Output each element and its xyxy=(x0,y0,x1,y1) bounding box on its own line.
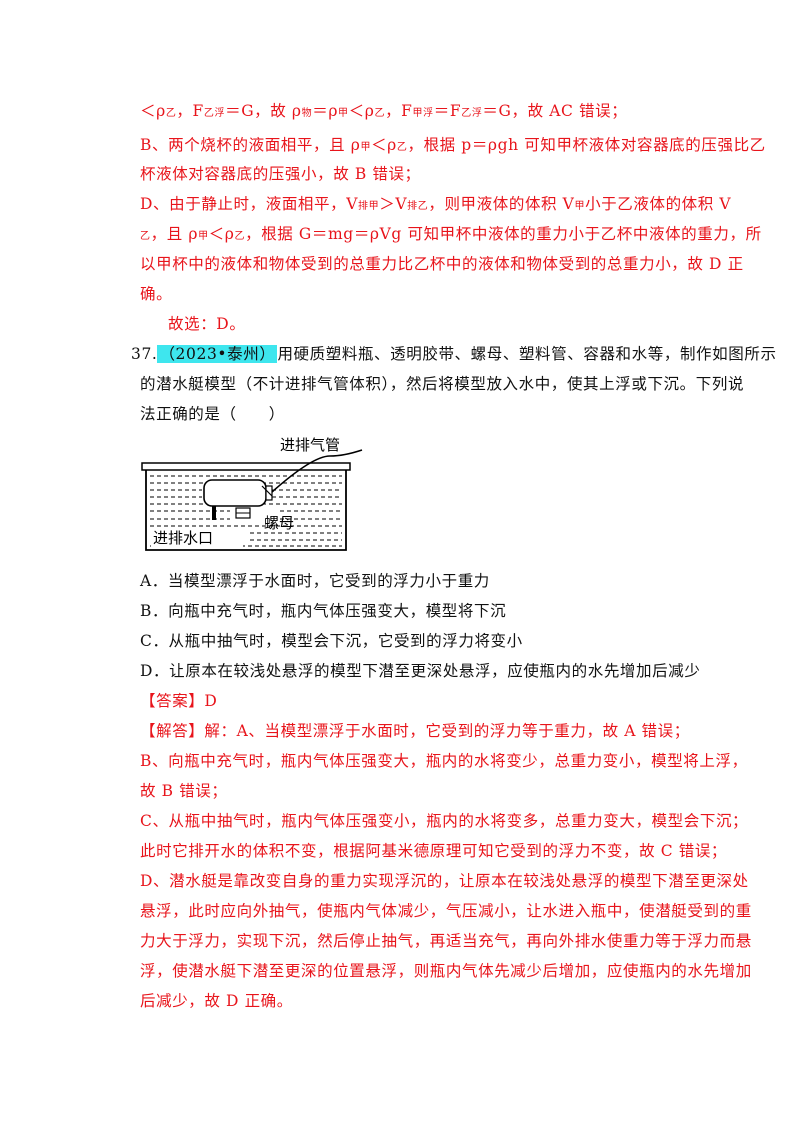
prev-solution-line-2: B、两个烧杯的液面相平，且 ρ甲＜ρ乙，根据 p＝ρgh 可知甲杯液体对容器底的… xyxy=(140,136,766,154)
prev-solution-line-6: 以甲杯中的液体和物体受到的总重力比乙杯中的液体和物体受到的总重力小，故 D 正 xyxy=(140,255,744,273)
analysis-label: 【解答】 xyxy=(140,722,205,740)
container-wall xyxy=(145,470,347,551)
prev-solution-line-3: 杯液体对容器底的压强小，故 B 错误； xyxy=(140,165,421,183)
label-nut: 螺母 xyxy=(264,514,294,532)
analysis-line-3: 故 B 错误； xyxy=(140,782,228,800)
label-air-tube: 进排气管 xyxy=(280,436,340,454)
water-inlet xyxy=(212,506,216,520)
container-rim xyxy=(141,462,351,471)
question-stem-line-2: 的潜水艇模型（不计进排气管体积），然后将模型放入水中，使其上浮或下沉。下列说 xyxy=(140,375,745,393)
analysis-line-4: C、从瓶中抽气时，瓶内气体压强变小，瓶内的水将变多，总重力变大，模型会下沉； xyxy=(140,812,749,830)
prev-solution-line-5: 乙，且 ρ甲＜ρ乙，根据 G＝mg＝ρVg 可知甲杯中液体的重力小于乙杯中液体的… xyxy=(140,225,762,243)
option-d: D．让原本在较浅处悬浮的模型下潜至更深处悬浮，应使瓶内的水先增加后减少 xyxy=(140,662,701,680)
prev-solution-conclusion: 故选：D。 xyxy=(168,315,246,333)
option-c: C．从瓶中抽气时，模型会下沉，它受到的浮力将变小 xyxy=(140,632,523,650)
submarine-model-figure: 进排气管 螺母 进排水口 xyxy=(141,436,363,551)
answer-value: D xyxy=(204,692,218,710)
question-stem-line-1: 37.（2023•泰州）用硬质塑料瓶、透明胶带、螺母、塑料管、容器和水等，制作如… xyxy=(131,345,777,363)
analysis-line-9: 浮，使潜水艇下潜至更深的位置悬浮，则瓶内气体先减少后增加，应使瓶内的水先增加 xyxy=(140,962,752,980)
prev-solution-line-1: ＜ρ乙，F乙浮＝G，故 ρ物＝ρ甲＜ρ乙，F甲浮＝F乙浮＝G，故 AC 错误； xyxy=(140,102,628,120)
analysis-line-6: D、潜水艇是靠改变自身的重力实现浮沉的，让原本在较浅处悬浮的模型下潜至更深处 xyxy=(140,872,749,890)
answer-line: 【答案】D xyxy=(140,690,217,712)
question-number: 37. xyxy=(131,345,158,363)
analysis-line-5: 此时它排开水的体积不变，根据阿基米德原理可知它受到的浮力不变，故 C 错误； xyxy=(140,842,728,860)
analysis-line-10: 后减少，故 D 正确。 xyxy=(140,992,293,1010)
prev-solution-line-4: D、由于静止时，液面相平，V排甲＞V排乙，则甲液体的体积 V甲小于乙液体的体积 … xyxy=(140,195,732,213)
analysis-line-2: B、向瓶中充气时，瓶内气体压强变大，瓶内的水将变少，总重力变小，模型将上浮， xyxy=(140,752,748,770)
option-a: A．当模型漂浮于水面时，它受到的浮力小于重力 xyxy=(140,572,490,590)
analysis-line-7: 悬浮，此时应向外抽气，使瓶内气体减少，气压减小，让水进入瓶中，使潜艇受到的重 xyxy=(140,902,752,920)
label-water-inlet: 进排水口 xyxy=(153,529,213,547)
bottle xyxy=(203,479,267,507)
answer-label: 【答案】 xyxy=(140,692,205,710)
analysis-line-8: 力大于浮力，实现下沉，然后停止抽气，再适当充气，再向外排水使重力等于浮力而悬 xyxy=(140,932,752,950)
option-b: B．向瓶中充气时，瓶内气体压强变大，模型将下沉 xyxy=(140,602,507,620)
question-stem-line-3: 法正确的是（ ） xyxy=(140,405,285,423)
analysis-line-1: 【解答】解：A、当模型漂浮于水面时，它受到的浮力等于重力，故 A 错误； xyxy=(140,722,690,740)
prev-solution-line-7: 确。 xyxy=(140,285,173,303)
air-tube xyxy=(271,449,363,493)
question-source-tag: （2023•泰州） xyxy=(157,345,278,363)
